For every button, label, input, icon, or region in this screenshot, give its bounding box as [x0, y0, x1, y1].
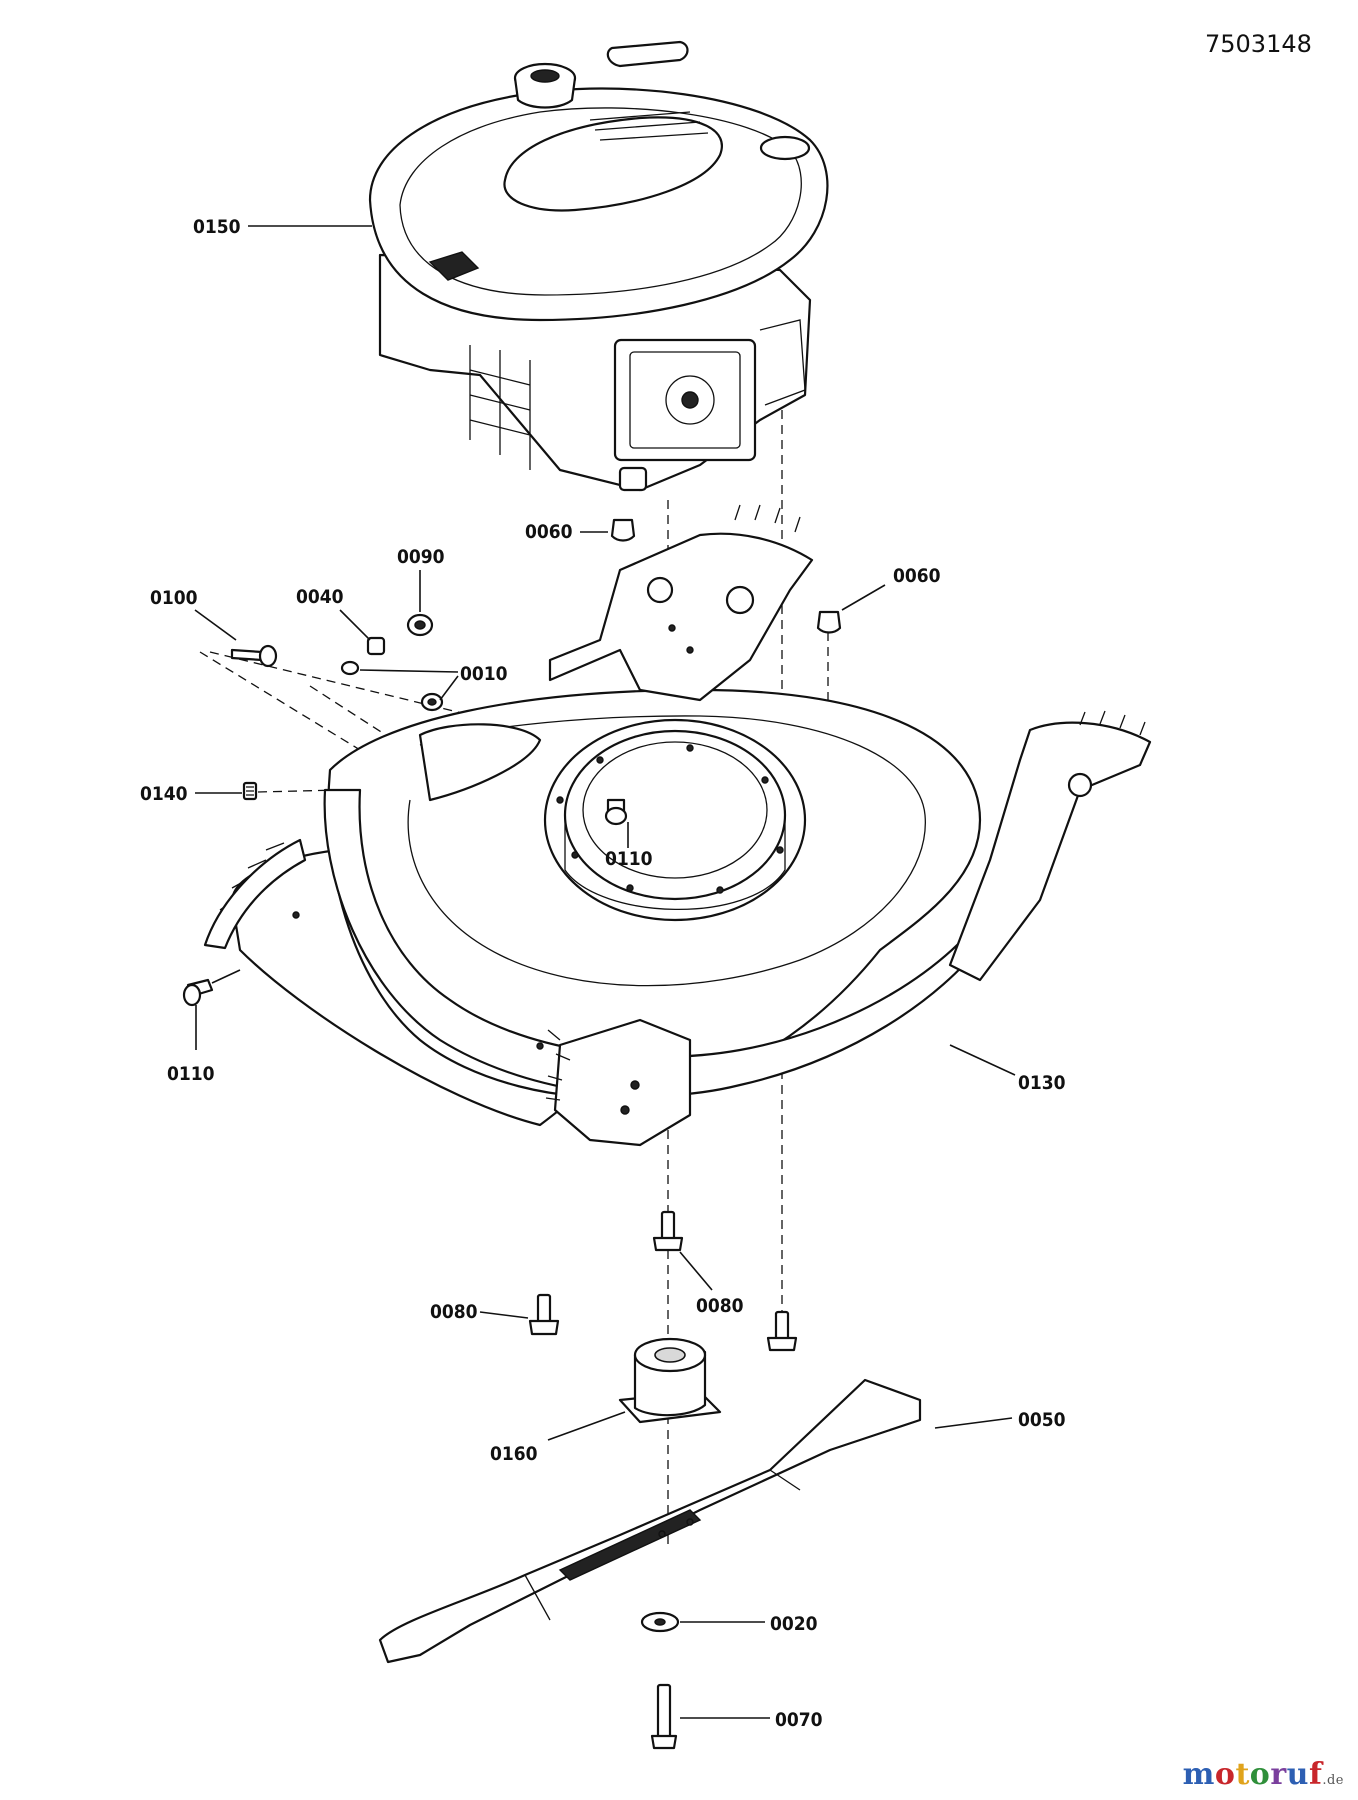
- callout-0110-flap: 0110: [167, 1063, 215, 1085]
- leader-0080-center: [679, 1251, 713, 1291]
- callout-0080-center: 0080: [696, 1295, 744, 1317]
- leader-0110-flap-b: [211, 969, 241, 984]
- leader-0100: [194, 609, 237, 641]
- leader-0060-right: [841, 584, 886, 611]
- bolt-part-0070: [650, 1683, 678, 1750]
- leader-0080-left: [479, 1311, 529, 1319]
- watermark-brand: motoruf: [1183, 1757, 1323, 1792]
- callout-0060-right: 0060: [893, 565, 941, 587]
- bolt-part-0080-left: [528, 1293, 560, 1336]
- engine-part-0150: [368, 40, 829, 492]
- spacer-part-0040: [366, 636, 386, 656]
- callout-0060-left: 0060: [525, 521, 573, 543]
- callout-0130: 0130: [1018, 1072, 1066, 1094]
- leader-0010-b: [439, 675, 459, 701]
- callout-0050: 0050: [1018, 1409, 1066, 1431]
- callout-0010: 0010: [460, 663, 508, 685]
- nut-part-0090: [406, 613, 434, 637]
- callout-0150: 0150: [193, 216, 241, 238]
- blade-part-0050: [378, 1378, 922, 1664]
- screw-part-0110-flap: [182, 978, 214, 1007]
- bolt-part-0080-right: [766, 1310, 798, 1352]
- callout-0090: 0090: [397, 546, 445, 568]
- plug-part-0060-left: [610, 518, 636, 542]
- watermark-letter: t: [1235, 1757, 1250, 1792]
- clip-part-0140: [242, 781, 258, 801]
- callout-0110-deck: 0110: [605, 848, 653, 870]
- callout-0020: 0020: [770, 1613, 818, 1635]
- washer-part-0020: [640, 1611, 680, 1633]
- callout-0040: 0040: [296, 586, 344, 608]
- callout-0080-left: 0080: [430, 1301, 478, 1323]
- callout-0160: 0160: [490, 1443, 538, 1465]
- callout-0100: 0100: [150, 587, 198, 609]
- blade-adapter-part-0160: [618, 1337, 722, 1424]
- leader-0160: [547, 1411, 626, 1441]
- watermark-letter: u: [1286, 1757, 1309, 1792]
- watermark-letter: o: [1214, 1757, 1236, 1792]
- watermark: motoruf.de: [1183, 1757, 1344, 1792]
- callout-0140: 0140: [140, 783, 188, 805]
- screw-part-0110-deck: [604, 798, 628, 826]
- watermark-suffix: .de: [1322, 1773, 1344, 1788]
- leader-0050: [934, 1417, 1013, 1429]
- axle-bolt-part-0100: [230, 644, 278, 668]
- leader-0040: [339, 609, 371, 641]
- callout-0070: 0070: [775, 1709, 823, 1731]
- leader-0010-a: [359, 669, 459, 673]
- leader-0130: [949, 1044, 1016, 1076]
- washer-part-0010: [340, 660, 444, 712]
- watermark-letter: r: [1270, 1757, 1287, 1792]
- mower-deck-part-0130: [203, 504, 1152, 1147]
- document-number: 7503148: [1205, 30, 1312, 58]
- watermark-letter: f: [1308, 1757, 1323, 1792]
- watermark-letter: o: [1249, 1757, 1271, 1792]
- plug-part-0060-right: [816, 610, 842, 634]
- watermark-letter: m: [1182, 1757, 1215, 1792]
- bolt-part-0080-center: [652, 1210, 684, 1252]
